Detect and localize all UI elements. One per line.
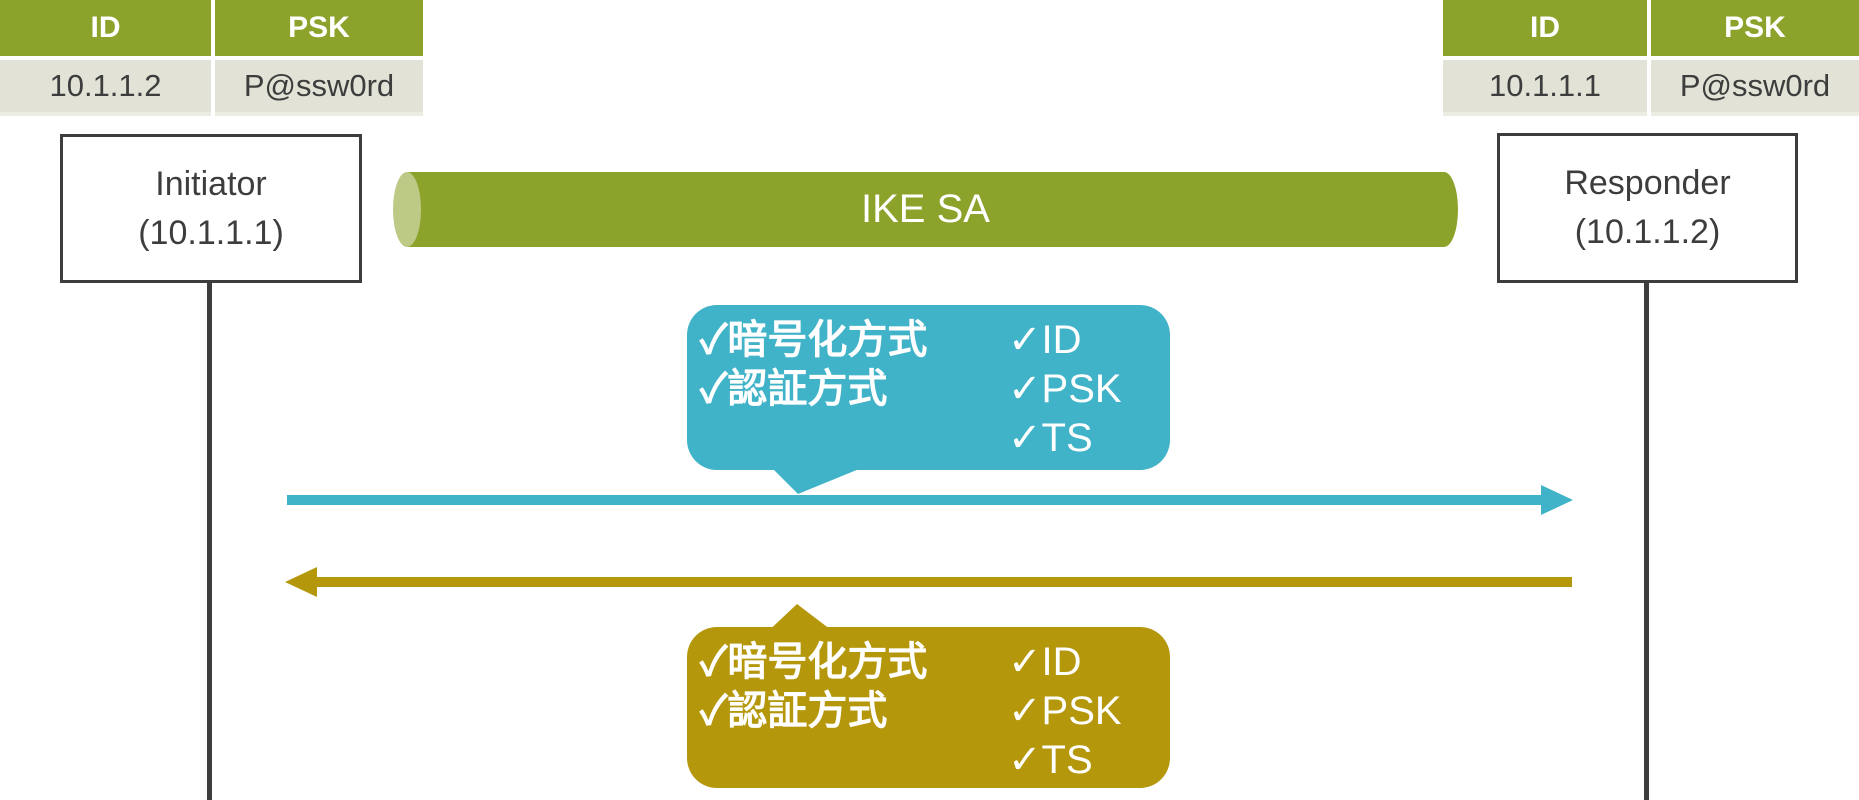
request-item-ts: ✓TS bbox=[1008, 416, 1093, 460]
responder-peer-table: ID 10.1.1.1 PSK P@ssw0rd bbox=[1443, 0, 1859, 116]
request-params-list: ✓暗号化方式 ✓認証方式 bbox=[700, 316, 927, 414]
table-column-id: ID 10.1.1.1 bbox=[1443, 0, 1647, 116]
table-header-psk: PSK bbox=[1651, 0, 1859, 56]
table-cell-psk: P@ssw0rd bbox=[215, 60, 423, 116]
tunnel-cylinder-cap bbox=[393, 172, 421, 247]
response-bubble: ✓暗号化方式 ✓認証方式 ✓ID ✓PSK ✓TS bbox=[687, 627, 1170, 788]
initiator-node: Initiator (10.1.1.1) bbox=[60, 134, 362, 283]
request-arrowhead-icon bbox=[1541, 485, 1573, 515]
response-params-list: ✓暗号化方式 ✓認証方式 bbox=[700, 638, 927, 736]
request-identity-list: ✓ID ✓PSK ✓TS bbox=[1008, 316, 1122, 463]
table-cell-id: 10.1.1.2 bbox=[0, 60, 211, 116]
response-arrow bbox=[285, 567, 1572, 597]
response-item-ts: ✓TS bbox=[1008, 738, 1093, 782]
response-identity-list: ✓ID ✓PSK ✓TS bbox=[1008, 638, 1122, 785]
table-column-psk: PSK P@ssw0rd bbox=[215, 0, 423, 116]
responder-role-label: Responder bbox=[1564, 164, 1731, 202]
response-param-authentication: ✓認証方式 bbox=[700, 689, 888, 733]
response-arrowhead-icon bbox=[285, 567, 317, 597]
response-item-psk: ✓PSK bbox=[1008, 689, 1122, 733]
table-header-id: ID bbox=[1443, 0, 1647, 56]
request-param-authentication: ✓認証方式 bbox=[700, 367, 888, 411]
table-cell-id: 10.1.1.1 bbox=[1443, 60, 1647, 116]
initiator-lifeline bbox=[207, 281, 212, 800]
response-param-encryption: ✓暗号化方式 bbox=[700, 640, 928, 684]
response-arrow-shaft bbox=[313, 577, 1572, 587]
tunnel-label: IKE SA bbox=[861, 187, 990, 231]
request-arrow bbox=[287, 485, 1573, 515]
responder-node: Responder (10.1.1.2) bbox=[1497, 133, 1798, 283]
initiator-role-label: Initiator bbox=[155, 164, 267, 203]
responder-lifeline bbox=[1644, 281, 1649, 800]
table-header-psk: PSK bbox=[215, 0, 423, 56]
responder-ip-label: (10.1.1.2) bbox=[1574, 213, 1721, 251]
table-column-id: ID 10.1.1.2 bbox=[0, 0, 211, 116]
request-arrow-shaft bbox=[287, 495, 1543, 505]
initiator-ip-label: (10.1.1.1) bbox=[138, 213, 284, 252]
request-param-encryption: ✓暗号化方式 bbox=[700, 318, 928, 362]
tunnel-cylinder-body bbox=[407, 172, 1458, 247]
table-header-id: ID bbox=[0, 0, 211, 56]
table-cell-psk: P@ssw0rd bbox=[1651, 60, 1859, 116]
initiator-peer-table: ID 10.1.1.2 PSK P@ssw0rd bbox=[0, 0, 423, 116]
request-item-id: ✓ID bbox=[1008, 318, 1082, 362]
request-item-psk: ✓PSK bbox=[1008, 367, 1122, 411]
request-bubble: ✓暗号化方式 ✓認証方式 ✓ID ✓PSK ✓TS bbox=[687, 305, 1170, 470]
response-item-id: ✓ID bbox=[1008, 640, 1082, 684]
table-column-psk: PSK P@ssw0rd bbox=[1651, 0, 1859, 116]
